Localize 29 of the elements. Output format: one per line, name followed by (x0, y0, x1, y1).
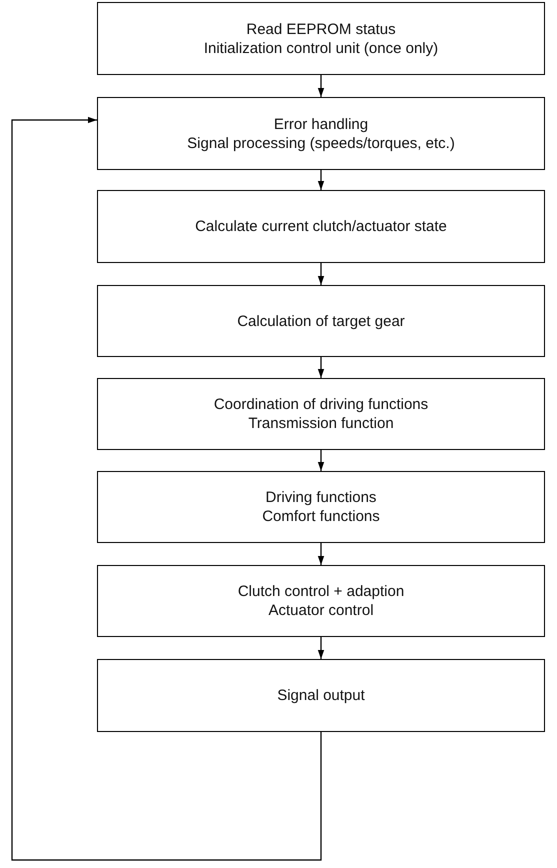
box-text: Coordination of driving functions (214, 395, 428, 414)
arrow (318, 263, 324, 285)
arrow (318, 543, 324, 565)
box-text: Comfort functions (262, 507, 380, 526)
process-box (97, 565, 545, 637)
box-text: Calculation of target gear (237, 312, 405, 330)
arrow (318, 170, 324, 190)
process-box (97, 471, 545, 543)
process-box (97, 659, 545, 732)
box-text: Clutch control + adaption (238, 582, 404, 601)
box-text: Transmission function (248, 414, 394, 433)
process-box (97, 378, 545, 450)
arrow (318, 357, 324, 378)
arrow (318, 637, 324, 659)
box-text: Read EEPROM status (246, 20, 396, 38)
box-text: Error handling (274, 114, 368, 134)
process-box (97, 97, 545, 170)
process-box (97, 2, 545, 75)
process-box (97, 190, 545, 263)
box-text: Signal processing (speeds/torques, etc.) (187, 134, 455, 152)
arrow (11, 116, 322, 861)
box-text: Actuator control (268, 601, 374, 620)
box-text: Driving functions (266, 488, 376, 507)
box-text: Calculate current clutch/actuator state (195, 217, 447, 236)
box-text: Initialization control unit (once only) (204, 38, 438, 58)
box-text: Signal output (277, 686, 365, 705)
arrow (318, 75, 324, 97)
process-box (97, 285, 545, 357)
arrow (318, 450, 324, 471)
